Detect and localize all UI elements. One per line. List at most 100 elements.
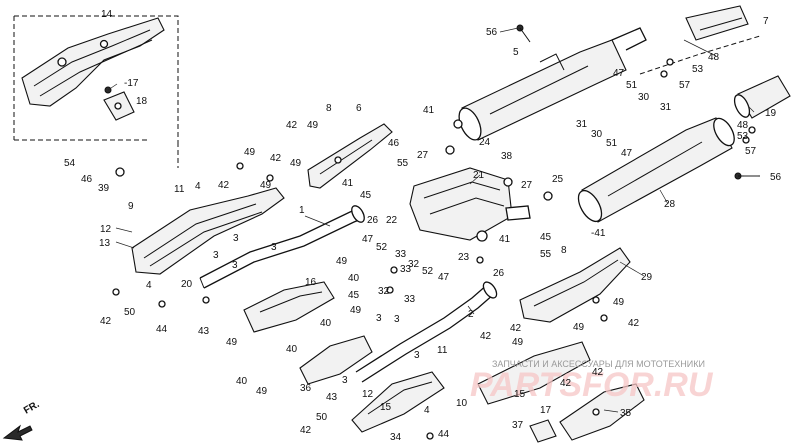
callout-17: -17 xyxy=(124,78,139,89)
callout-4: 4 xyxy=(146,280,152,291)
callout-42: 42 xyxy=(100,316,112,327)
callout-35: 35 xyxy=(620,408,632,419)
callout-44: 44 xyxy=(156,324,168,335)
callout-26: 26 xyxy=(493,268,505,279)
callout-33: 33 xyxy=(400,264,412,275)
part-37-clamp xyxy=(529,419,557,443)
callout-42: 42 xyxy=(480,331,492,342)
callout-9: 9 xyxy=(128,201,134,212)
leader-lines xyxy=(107,27,758,413)
callout-48: 48 xyxy=(708,52,720,63)
callout-45: 45 xyxy=(540,232,552,243)
hardware-bolts xyxy=(112,24,760,440)
watermark-logo: PARTSFOR.RU xyxy=(470,366,714,404)
callout-42: 42 xyxy=(560,378,572,389)
callout-55: 55 xyxy=(397,158,409,169)
callout-49: 49 xyxy=(226,337,238,348)
callout-47: 47 xyxy=(613,68,625,79)
callout-56: 56 xyxy=(770,172,782,183)
callout-25: 25 xyxy=(552,174,564,185)
callout-39: 39 xyxy=(98,183,110,194)
callout-3: 3 xyxy=(213,250,219,261)
callout-3: 3 xyxy=(271,242,277,253)
part-6-bracket xyxy=(307,123,393,189)
callout-50: 50 xyxy=(316,412,328,423)
part-14-heat-shield xyxy=(21,17,165,107)
callout-34: 34 xyxy=(390,432,402,443)
callout-52: 52 xyxy=(422,266,434,277)
callout-labels: 14 -17 18 56 5 7 48 53 57 47 51 30 31 19… xyxy=(64,9,782,443)
callout-15: 15 xyxy=(514,389,526,400)
callout-21: 21 xyxy=(473,170,485,181)
callout-29: 29 xyxy=(641,272,653,283)
callout-36: 36 xyxy=(300,383,312,394)
callout-3: 3 xyxy=(232,260,238,271)
callout-49: 49 xyxy=(256,386,268,397)
callout-42: 42 xyxy=(286,120,298,131)
callout-57: 57 xyxy=(745,146,757,157)
callout-27: 27 xyxy=(521,180,533,191)
callout-50: 50 xyxy=(124,307,136,318)
part-15-guard xyxy=(477,341,591,405)
part-19-end-cap xyxy=(733,75,791,119)
callout-32: 32 xyxy=(408,259,420,270)
part-16-guard xyxy=(243,281,335,333)
callout-32: 32 xyxy=(378,286,390,297)
callout-31: 31 xyxy=(576,119,588,130)
callout-26: 26 xyxy=(367,215,379,226)
callout-56: 56 xyxy=(486,27,498,38)
callout-41: 41 xyxy=(342,178,354,189)
callout-40: 40 xyxy=(320,318,332,329)
callout-49: 49 xyxy=(244,147,256,158)
callout-19: 19 xyxy=(765,108,777,119)
callout-49: 49 xyxy=(350,305,362,316)
callout-23: 23 xyxy=(458,252,470,263)
callout-43: 43 xyxy=(198,326,210,337)
callout-3: 3 xyxy=(342,375,348,386)
callout-3: 3 xyxy=(414,350,420,361)
callout-3: 3 xyxy=(376,313,382,324)
callout-13: 13 xyxy=(99,238,111,249)
callout-47: 47 xyxy=(362,234,374,245)
callout-47: 47 xyxy=(438,272,450,283)
callout-49: 49 xyxy=(613,297,625,308)
callout-20: 20 xyxy=(181,279,193,290)
callout-53: 53 xyxy=(737,131,749,142)
inset-callout xyxy=(13,15,179,168)
callout-38: 38 xyxy=(501,151,513,162)
callout-40: 40 xyxy=(286,344,298,355)
callout-48: 48 xyxy=(737,120,749,131)
part-12-13-heat-shield xyxy=(131,187,285,275)
part-2-exhaust-pipe xyxy=(355,281,498,383)
callout-42: 42 xyxy=(510,323,522,334)
callout-15: 15 xyxy=(380,402,392,413)
part-5-rear-muffler xyxy=(458,27,647,141)
callout-49: 49 xyxy=(573,322,585,333)
callout-8: 8 xyxy=(561,245,567,256)
callout-28: 28 xyxy=(664,199,676,210)
callout-54: 54 xyxy=(64,158,76,169)
callout-52: 52 xyxy=(376,242,388,253)
callout-51: 51 xyxy=(606,138,618,149)
callout-17: 17 xyxy=(540,405,552,416)
callout-12: 12 xyxy=(362,389,374,400)
part-1-exhaust-pipe xyxy=(199,205,365,289)
callout-7: 7 xyxy=(763,16,769,27)
callout-43: 43 xyxy=(326,392,338,403)
callout-51: 51 xyxy=(626,80,638,91)
callout-6: 6 xyxy=(356,103,362,114)
callout-33: 33 xyxy=(404,294,416,305)
callout-46: 46 xyxy=(388,138,400,149)
callout-24: 24 xyxy=(479,137,491,148)
part-28-front-muffler xyxy=(577,117,735,223)
part-34-guard xyxy=(351,371,445,433)
callout-8: 8 xyxy=(326,103,332,114)
callout-41: -41 xyxy=(591,228,606,239)
callout-45: 45 xyxy=(360,190,372,201)
callout-40: 40 xyxy=(236,376,248,387)
callout-42: 42 xyxy=(218,180,230,191)
callout-49: 49 xyxy=(290,158,302,169)
callout-27: 27 xyxy=(417,150,429,161)
